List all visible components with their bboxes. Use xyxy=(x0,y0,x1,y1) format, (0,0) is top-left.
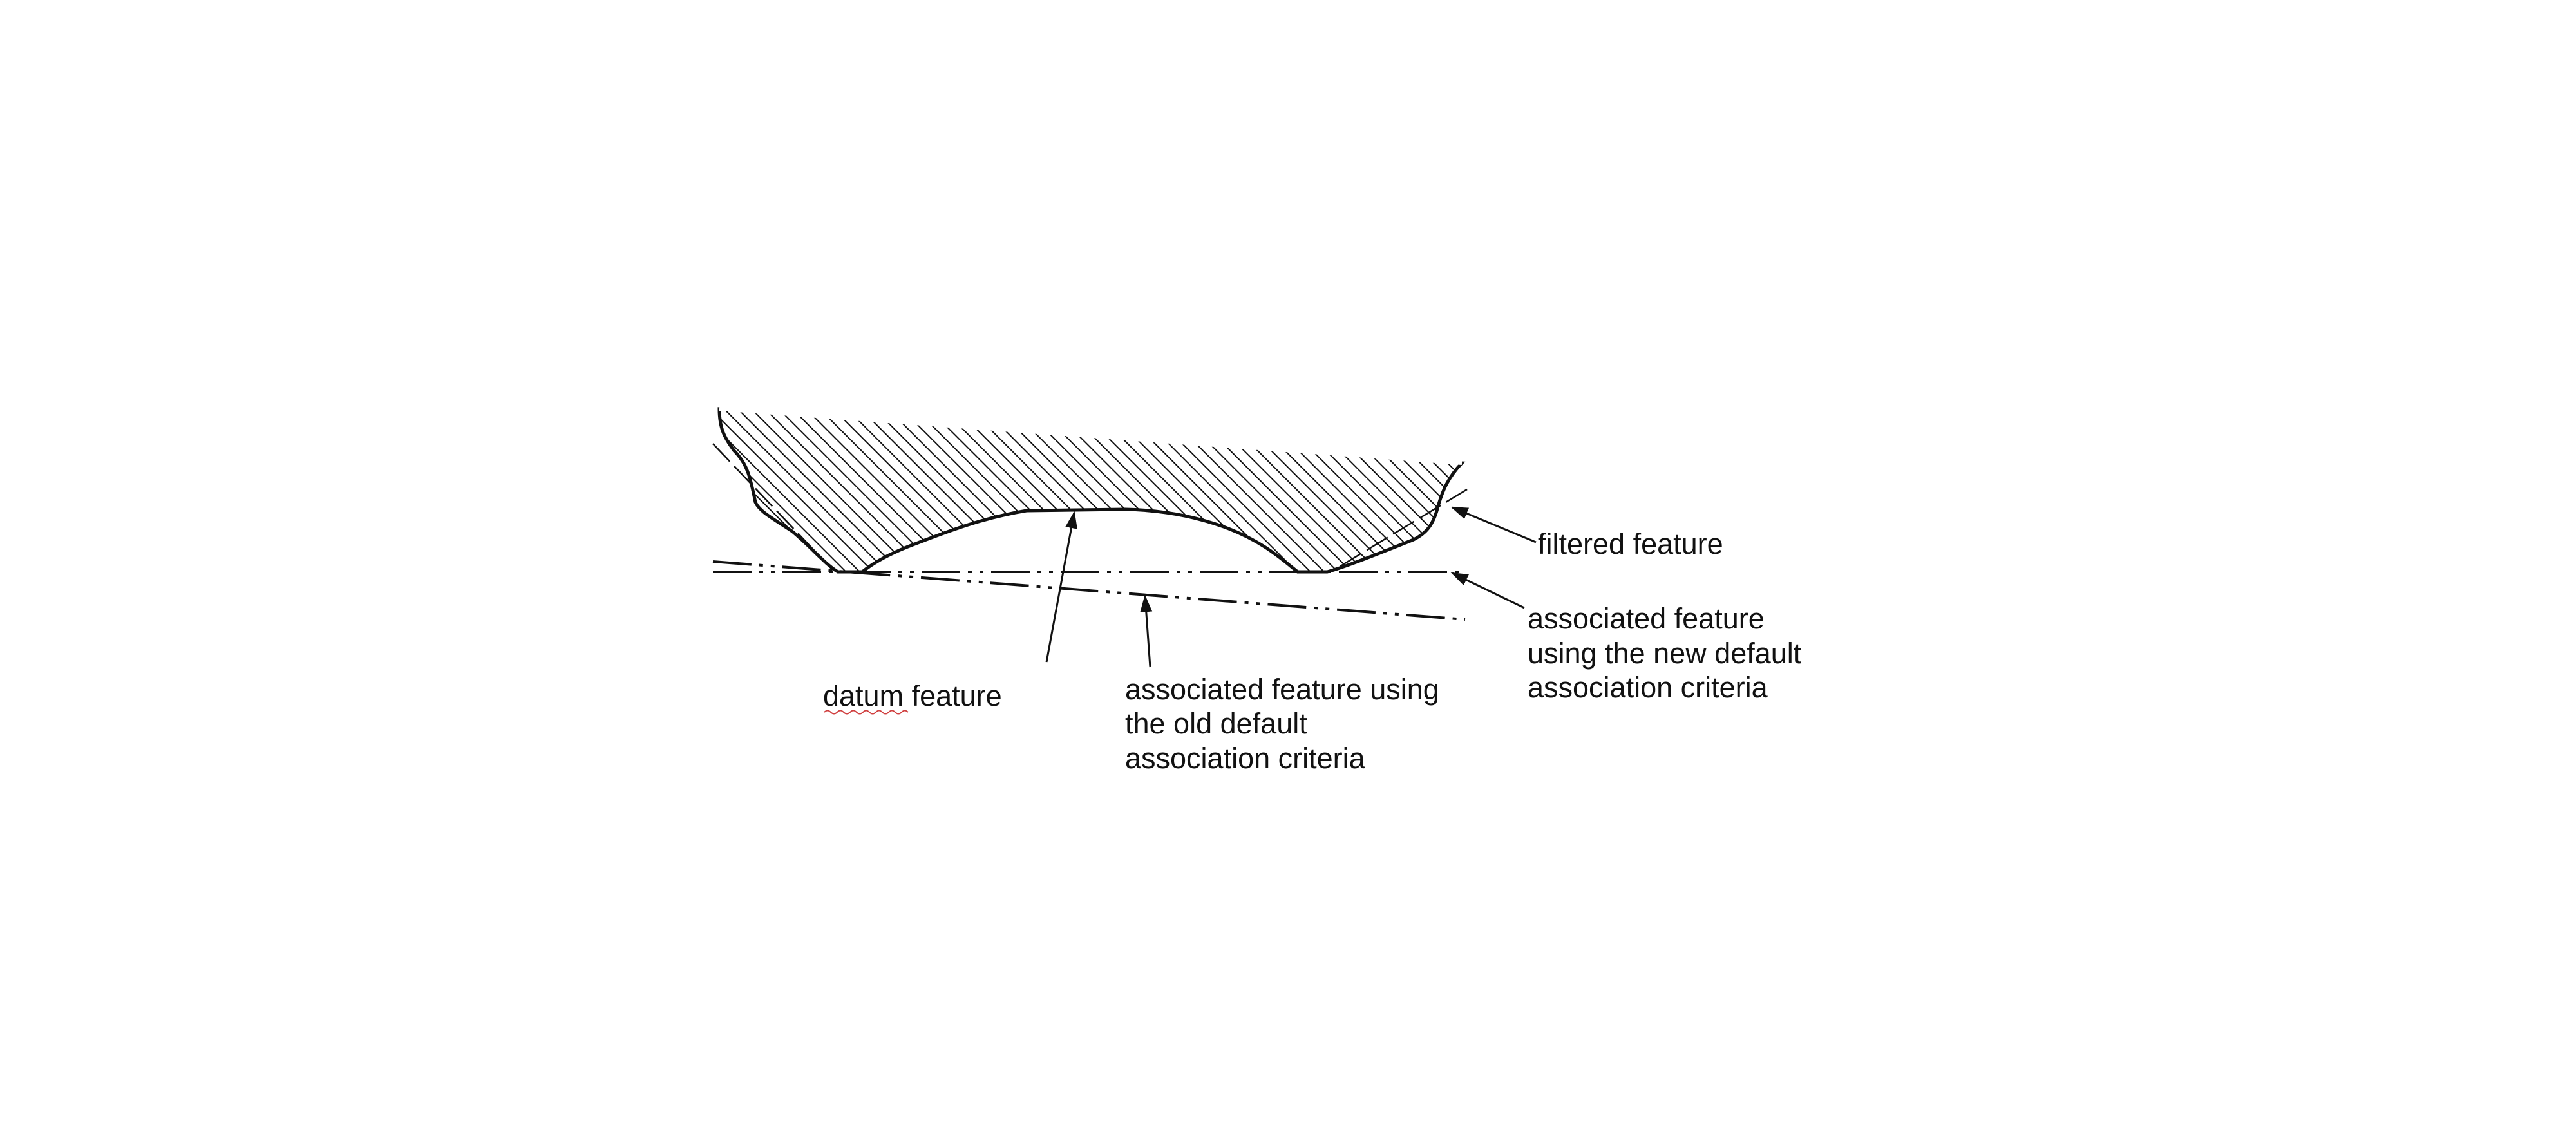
spellcheck-underline xyxy=(824,710,909,715)
section-top-edge-mask xyxy=(719,407,1463,465)
right-tangent-line xyxy=(1332,488,1468,572)
filtered-feature-section xyxy=(717,407,1466,574)
new-assoc-label-line: association criteria xyxy=(1528,671,1768,704)
datum-feature-leader-arrow xyxy=(1045,511,1077,663)
new-assoc-label-line: associated feature xyxy=(1528,602,1765,635)
new-assoc-label-line: using the new default xyxy=(1528,637,1802,670)
datum-word: datum xyxy=(823,679,904,712)
old-assoc-label: associated feature using the old default… xyxy=(1125,673,1447,775)
feature-word: feature xyxy=(904,679,1002,712)
new-assoc-label: associated feature using the new default… xyxy=(1528,602,1810,704)
old-assoc-leader-arrow xyxy=(1140,594,1153,668)
old-assoc-label-line: association criteria xyxy=(1125,742,1366,775)
old-associated-feature-line xyxy=(712,560,1466,621)
new-assoc-leader-arrow xyxy=(1450,572,1525,609)
filtered-feature-leader-arrow xyxy=(1450,506,1537,543)
datum-feature-label: datum feature xyxy=(823,679,1002,712)
old-assoc-label-line: the old default xyxy=(1125,707,1307,740)
left-tangent-line xyxy=(712,443,833,570)
old-assoc-label-line: associated feature using xyxy=(1125,673,1439,706)
filtered-feature-label: filtered feature xyxy=(1538,527,1723,560)
